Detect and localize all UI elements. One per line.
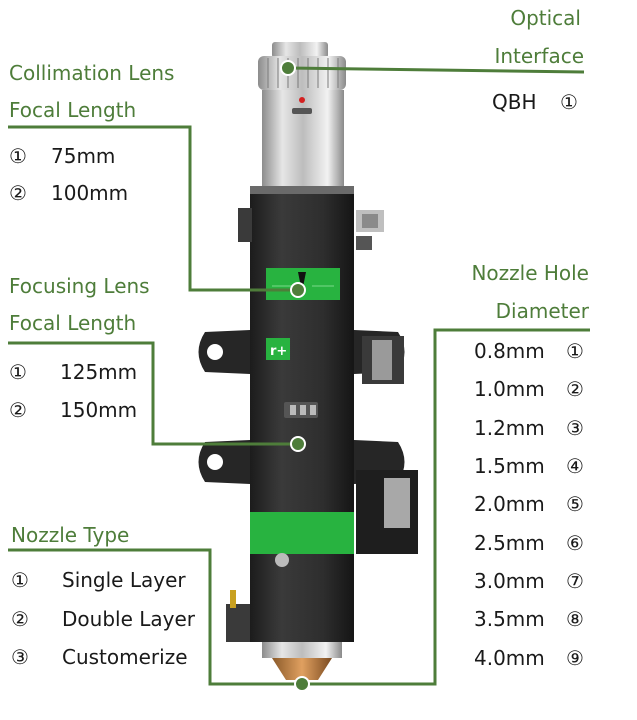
nozzle-hole-title-line2: Diameter (495, 299, 589, 323)
optical-title-line2: Interface (494, 44, 584, 68)
collimation-item-text: 75mm (51, 144, 116, 168)
head-body: r+ (198, 186, 418, 680)
nozzle-hole-size: 3.0mm (474, 569, 545, 593)
callout-dots (280, 60, 310, 692)
nozzle-type-text: Single Layer (62, 568, 186, 592)
nozzle-hole-title-line1: Nozzle Hole (471, 261, 589, 285)
optical-title-line1: Optical (510, 6, 581, 30)
collimation-item-num: ① (9, 144, 27, 168)
focusing-item-text: 150mm (60, 398, 138, 422)
nozzle-type-num: ③ (11, 645, 29, 669)
callout-lines (8, 66, 590, 686)
nozzle-type-num: ① (11, 568, 29, 592)
nozzle-hole-num: ⑦ (566, 569, 584, 593)
focusing-title-line2: Focal Length (9, 311, 137, 335)
nozzle-hole-size: 1.0mm (474, 377, 545, 401)
nozzle-type-title: Nozzle Type (11, 523, 130, 547)
collimation-item-text: 100mm (51, 181, 129, 205)
nozzle-hole-num: ② (566, 377, 584, 401)
collimation-title-line2: Focal Length (9, 98, 137, 122)
nozzle-type-text: Double Layer (62, 607, 195, 631)
nozzle-hole-num: ① (566, 339, 584, 363)
nozzle-hole-size: 3.5mm (474, 607, 545, 631)
focusing-title-line1: Focusing Lens (9, 274, 150, 298)
nozzle-hole-size: 0.8mm (474, 339, 545, 363)
nozzle-type-text: Customerize (62, 645, 188, 669)
nozzle-hole-size: 1.2mm (474, 416, 545, 440)
nozzle-hole-num: ④ (566, 454, 584, 478)
qbh-connector (258, 42, 346, 186)
status-led-icon (299, 97, 305, 103)
nozzle-hole-num: ⑧ (566, 607, 584, 631)
focusing-item-num: ① (9, 360, 27, 384)
nozzle-hole-size: 2.0mm (474, 492, 545, 516)
nozzle-hole-num: ⑥ (566, 531, 584, 555)
collimation-item-num: ② (9, 181, 27, 205)
nozzle-hole-size: 4.0mm (474, 646, 545, 670)
nozzle-hole-num: ⑤ (566, 492, 584, 516)
svg-text:r+: r+ (270, 344, 287, 359)
nozzle-type-num: ② (11, 607, 29, 631)
nozzle-hole-num: ⑨ (566, 646, 584, 670)
nozzle-hole-num: ③ (566, 416, 584, 440)
focusing-item-text: 125mm (60, 360, 138, 384)
focusing-item-num: ② (9, 398, 27, 422)
nozzle-hole-size: 1.5mm (474, 454, 545, 478)
optical-item-name: QBH (492, 90, 537, 114)
collimation-title-line1: Collimation Lens (9, 61, 175, 85)
optical-item-num: ① (560, 90, 578, 114)
nozzle-hole-size: 2.5mm (474, 531, 545, 555)
